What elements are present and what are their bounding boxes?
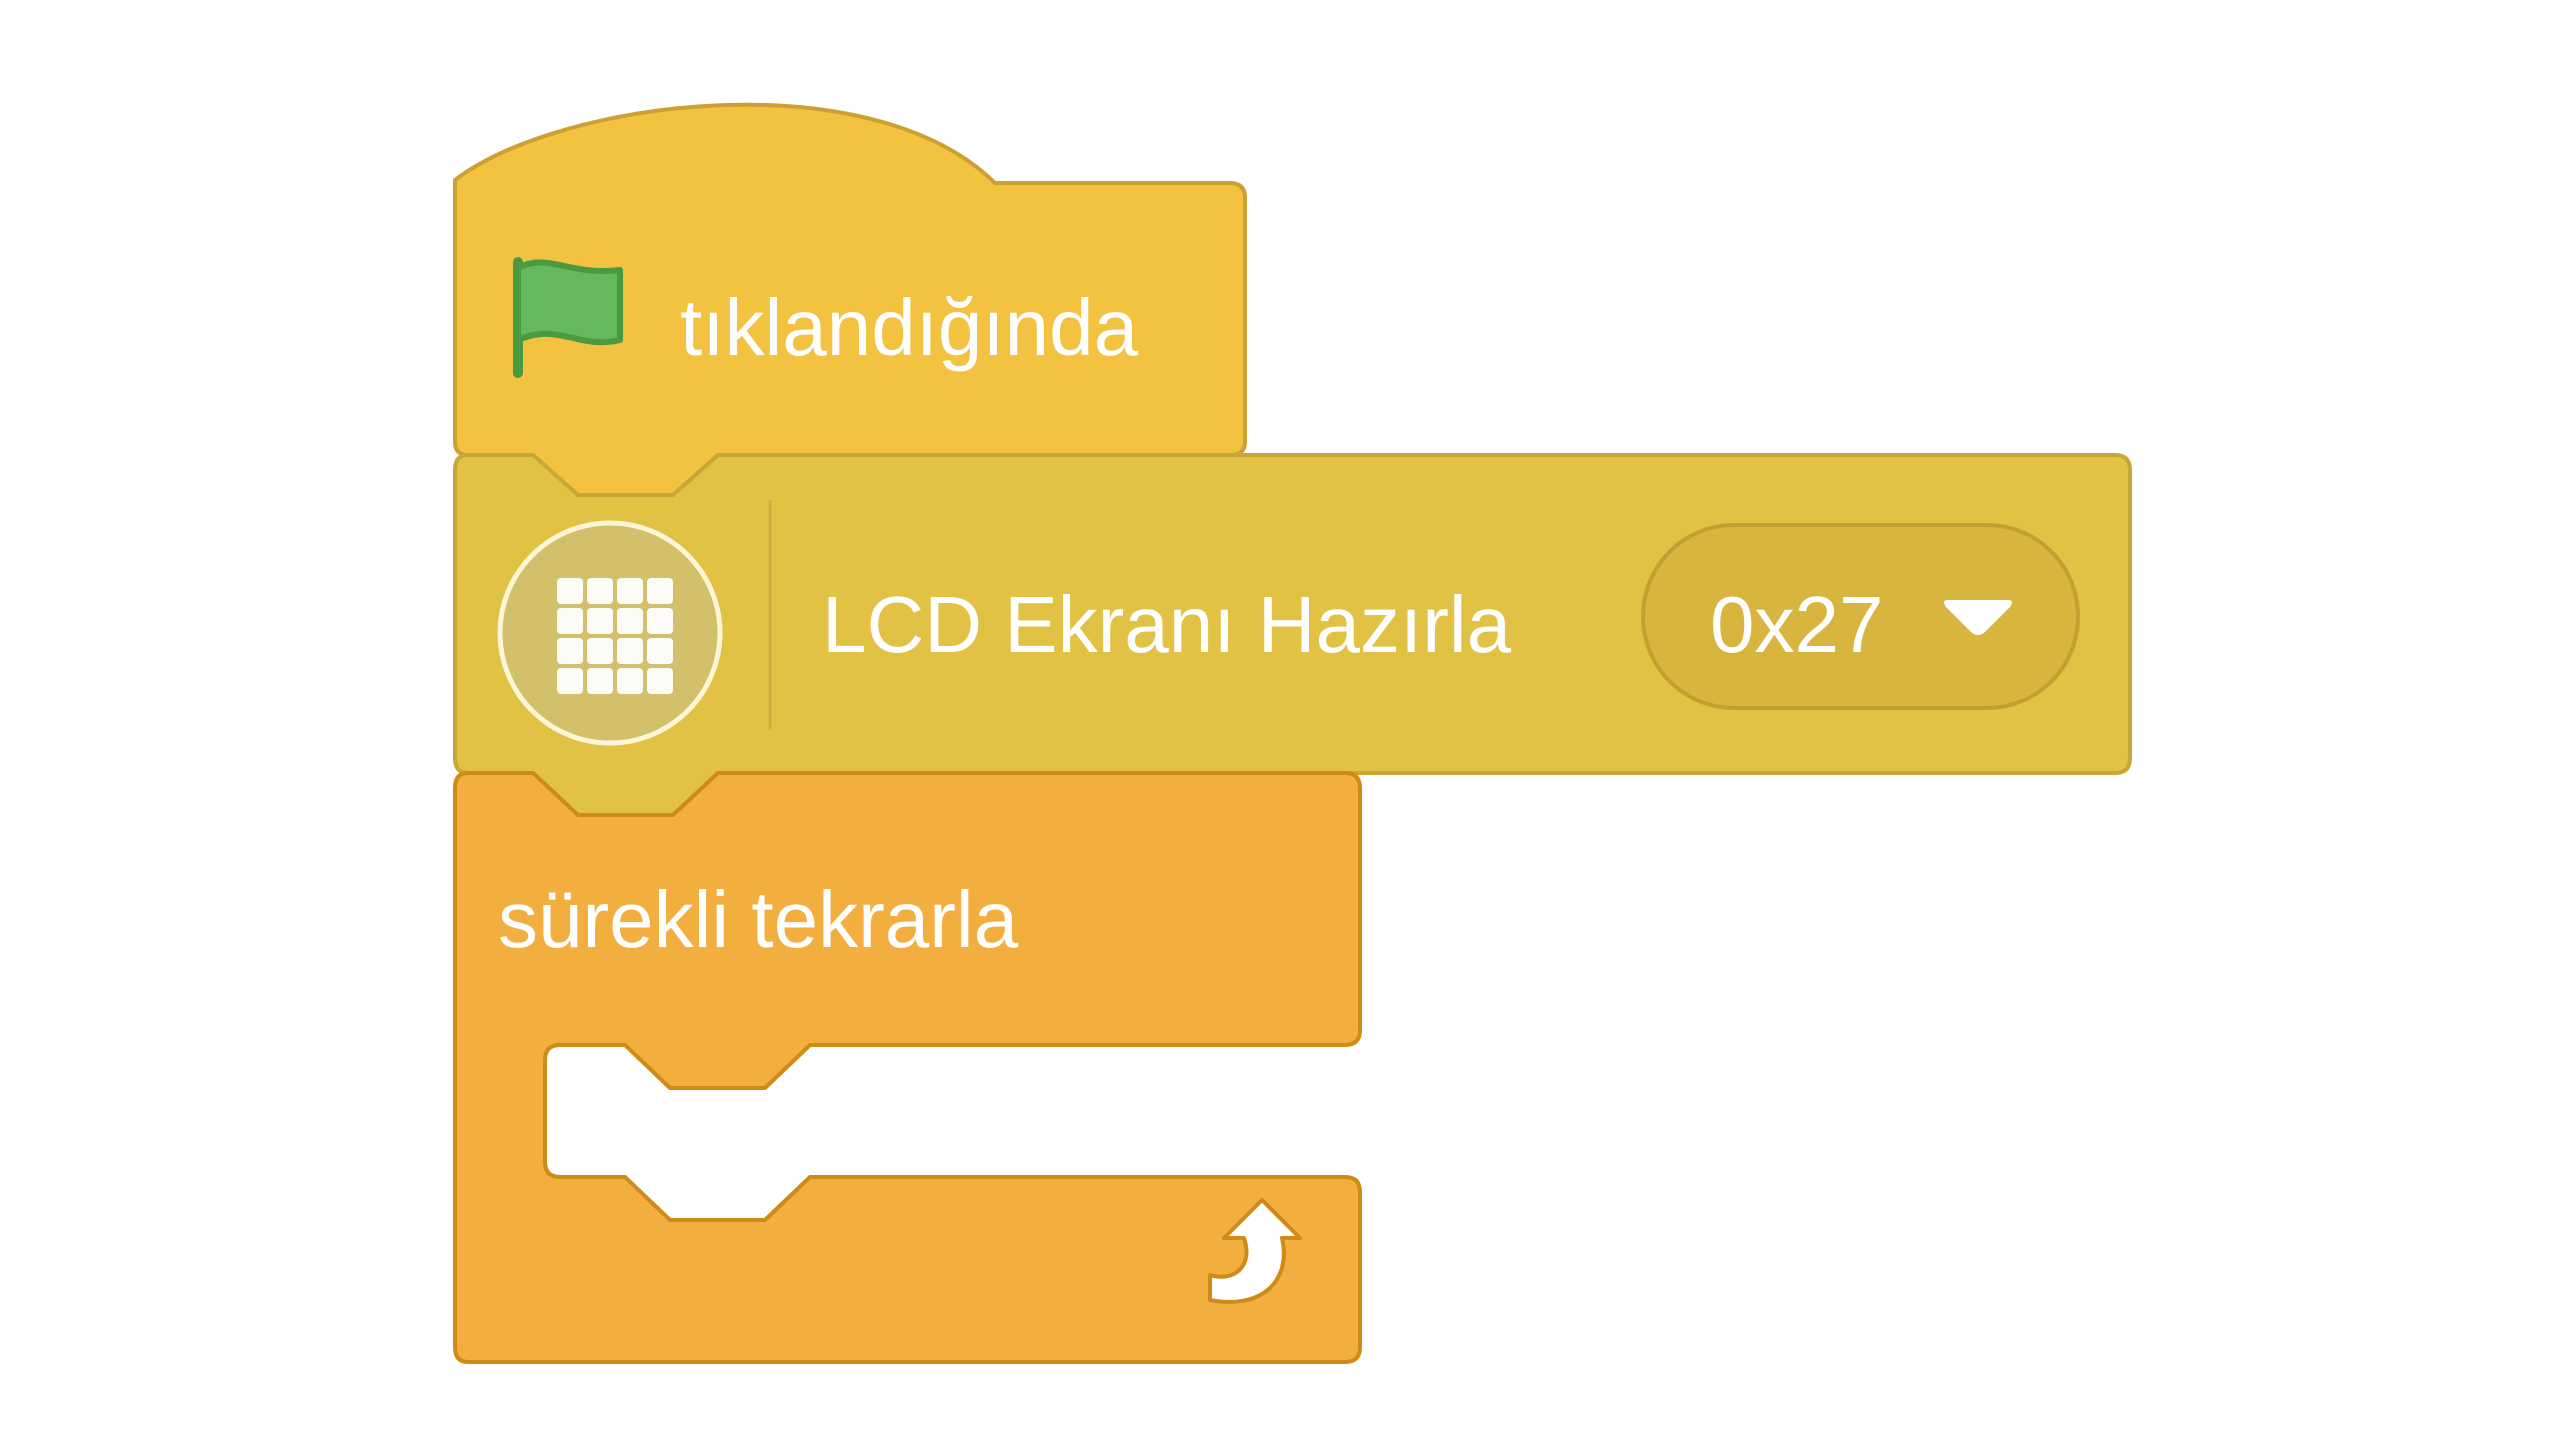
lcd-grid-cell bbox=[587, 638, 613, 664]
lcd-grid-cell bbox=[617, 668, 643, 694]
dropdown-pill bbox=[1641, 523, 2080, 710]
lcd-grid-cell bbox=[647, 668, 673, 694]
lcd-grid-cell bbox=[587, 578, 613, 604]
lcd-grid-icon bbox=[497, 520, 723, 746]
green-flag-icon bbox=[513, 257, 623, 378]
lcd-init-label: LCD Ekranı Hazırla bbox=[822, 580, 1512, 669]
lcd-init-block[interactable] bbox=[453, 453, 2132, 817]
lcd-grid-cell bbox=[557, 638, 583, 664]
forever-label: sürekli tekrarla bbox=[498, 875, 1019, 964]
forever-block[interactable] bbox=[453, 771, 1362, 1364]
dropdown-value: 0x27 bbox=[1710, 580, 1884, 669]
lcd-grid-cell bbox=[647, 608, 673, 634]
lcd-grid-cell bbox=[647, 578, 673, 604]
lcd-grid-cell bbox=[557, 578, 583, 604]
lcd-grid-cell bbox=[647, 638, 673, 664]
event-label: tıklandığında bbox=[680, 283, 1139, 372]
address-dropdown[interactable] bbox=[1641, 523, 2080, 710]
lcd-grid-cell bbox=[587, 608, 613, 634]
lcd-grid-cell bbox=[617, 638, 643, 664]
lcd-grid-cell bbox=[557, 608, 583, 634]
lcd-grid-cell bbox=[587, 668, 613, 694]
lcd-grid-cell bbox=[557, 668, 583, 694]
lcd-grid-cell bbox=[617, 608, 643, 634]
loop-arrow-icon bbox=[1208, 1198, 1302, 1304]
dropdown-arrow-icon bbox=[1943, 600, 2013, 635]
lcd-grid-cell bbox=[617, 578, 643, 604]
forever-block-shape bbox=[453, 771, 1362, 1364]
